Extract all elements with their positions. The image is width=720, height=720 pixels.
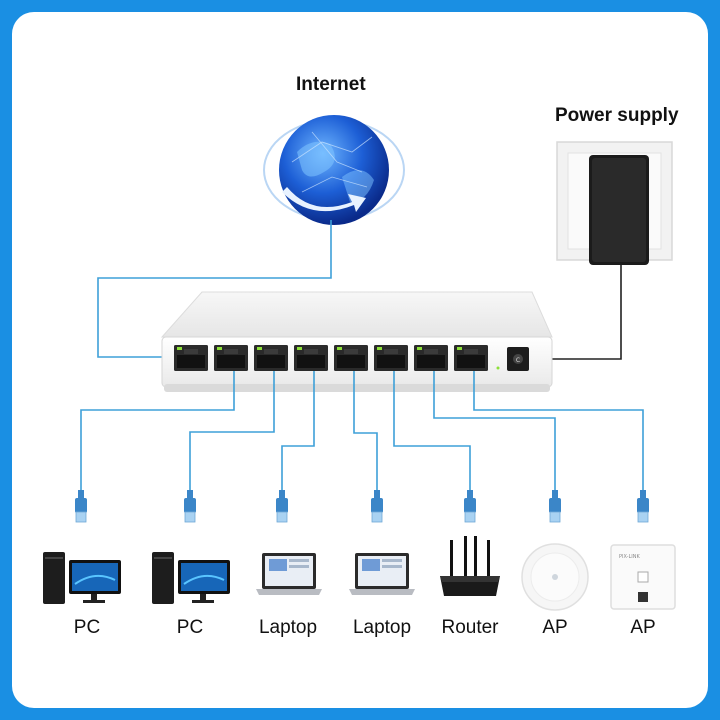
port-led — [337, 347, 342, 350]
diagram-canvas: C — [43, 115, 676, 611]
svg-text:C: C — [516, 357, 520, 364]
rj45-port — [254, 345, 288, 371]
diagram-frame: Internet Power supply — [12, 12, 708, 708]
port-led — [457, 347, 462, 350]
ethernet-cable — [353, 371, 378, 498]
device-label-ap: AP — [542, 617, 568, 638]
port-led — [417, 347, 422, 350]
pc-icon — [43, 552, 121, 604]
ethernet-cable — [393, 371, 471, 498]
power-adapter-icon — [556, 141, 673, 265]
rj45-plug-icon — [276, 490, 288, 523]
port-led — [377, 347, 382, 350]
network-switch: C — [160, 291, 553, 392]
rj45-port — [334, 345, 368, 371]
rj45-plug-icon — [549, 490, 561, 523]
ethernet-cable — [281, 371, 315, 498]
ethernet-cables — [80, 371, 644, 498]
rj45-plug-icon — [464, 490, 476, 523]
rj45-connectors — [75, 490, 649, 523]
rj45-port — [294, 345, 328, 371]
port-led — [297, 347, 302, 350]
ethernet-cable — [189, 371, 275, 498]
ceiling-ap-icon — [521, 543, 589, 611]
router-icon — [440, 536, 500, 596]
rj45-port — [174, 345, 208, 371]
device-label-pc: PC — [73, 617, 101, 638]
rj45-plug-icon — [637, 490, 649, 523]
device-label-laptop: Laptop — [258, 617, 318, 638]
rj45-port — [454, 345, 488, 371]
device-label-ap: AP — [630, 617, 656, 638]
switch-ports — [174, 345, 488, 371]
device-label-laptop: Laptop — [352, 617, 412, 638]
pc-icon — [152, 552, 230, 604]
ethernet-cable — [80, 371, 235, 498]
rj45-port — [374, 345, 408, 371]
port-led — [177, 347, 182, 350]
rj45-port — [414, 345, 448, 371]
laptop-icon — [349, 553, 415, 595]
ethernet-cable — [433, 371, 556, 498]
device-label-pc: PC — [176, 617, 204, 638]
device-label-router: Router — [441, 617, 499, 638]
power-supply-label: Power supply — [555, 105, 679, 126]
laptop-icon — [256, 553, 322, 595]
ethernet-cable — [473, 371, 644, 498]
svg-text:PIX-LINK: PIX-LINK — [619, 554, 640, 560]
port-led — [217, 347, 222, 350]
rj45-plug-icon — [75, 490, 87, 523]
rj45-plug-icon — [371, 490, 383, 523]
internet-label: Internet — [296, 74, 366, 95]
rj45-plug-icon — [184, 490, 196, 523]
globe-icon — [263, 115, 405, 225]
rj45-port — [214, 345, 248, 371]
wall-ap-icon: PIX-LINK — [610, 544, 676, 610]
port-led — [257, 347, 262, 350]
